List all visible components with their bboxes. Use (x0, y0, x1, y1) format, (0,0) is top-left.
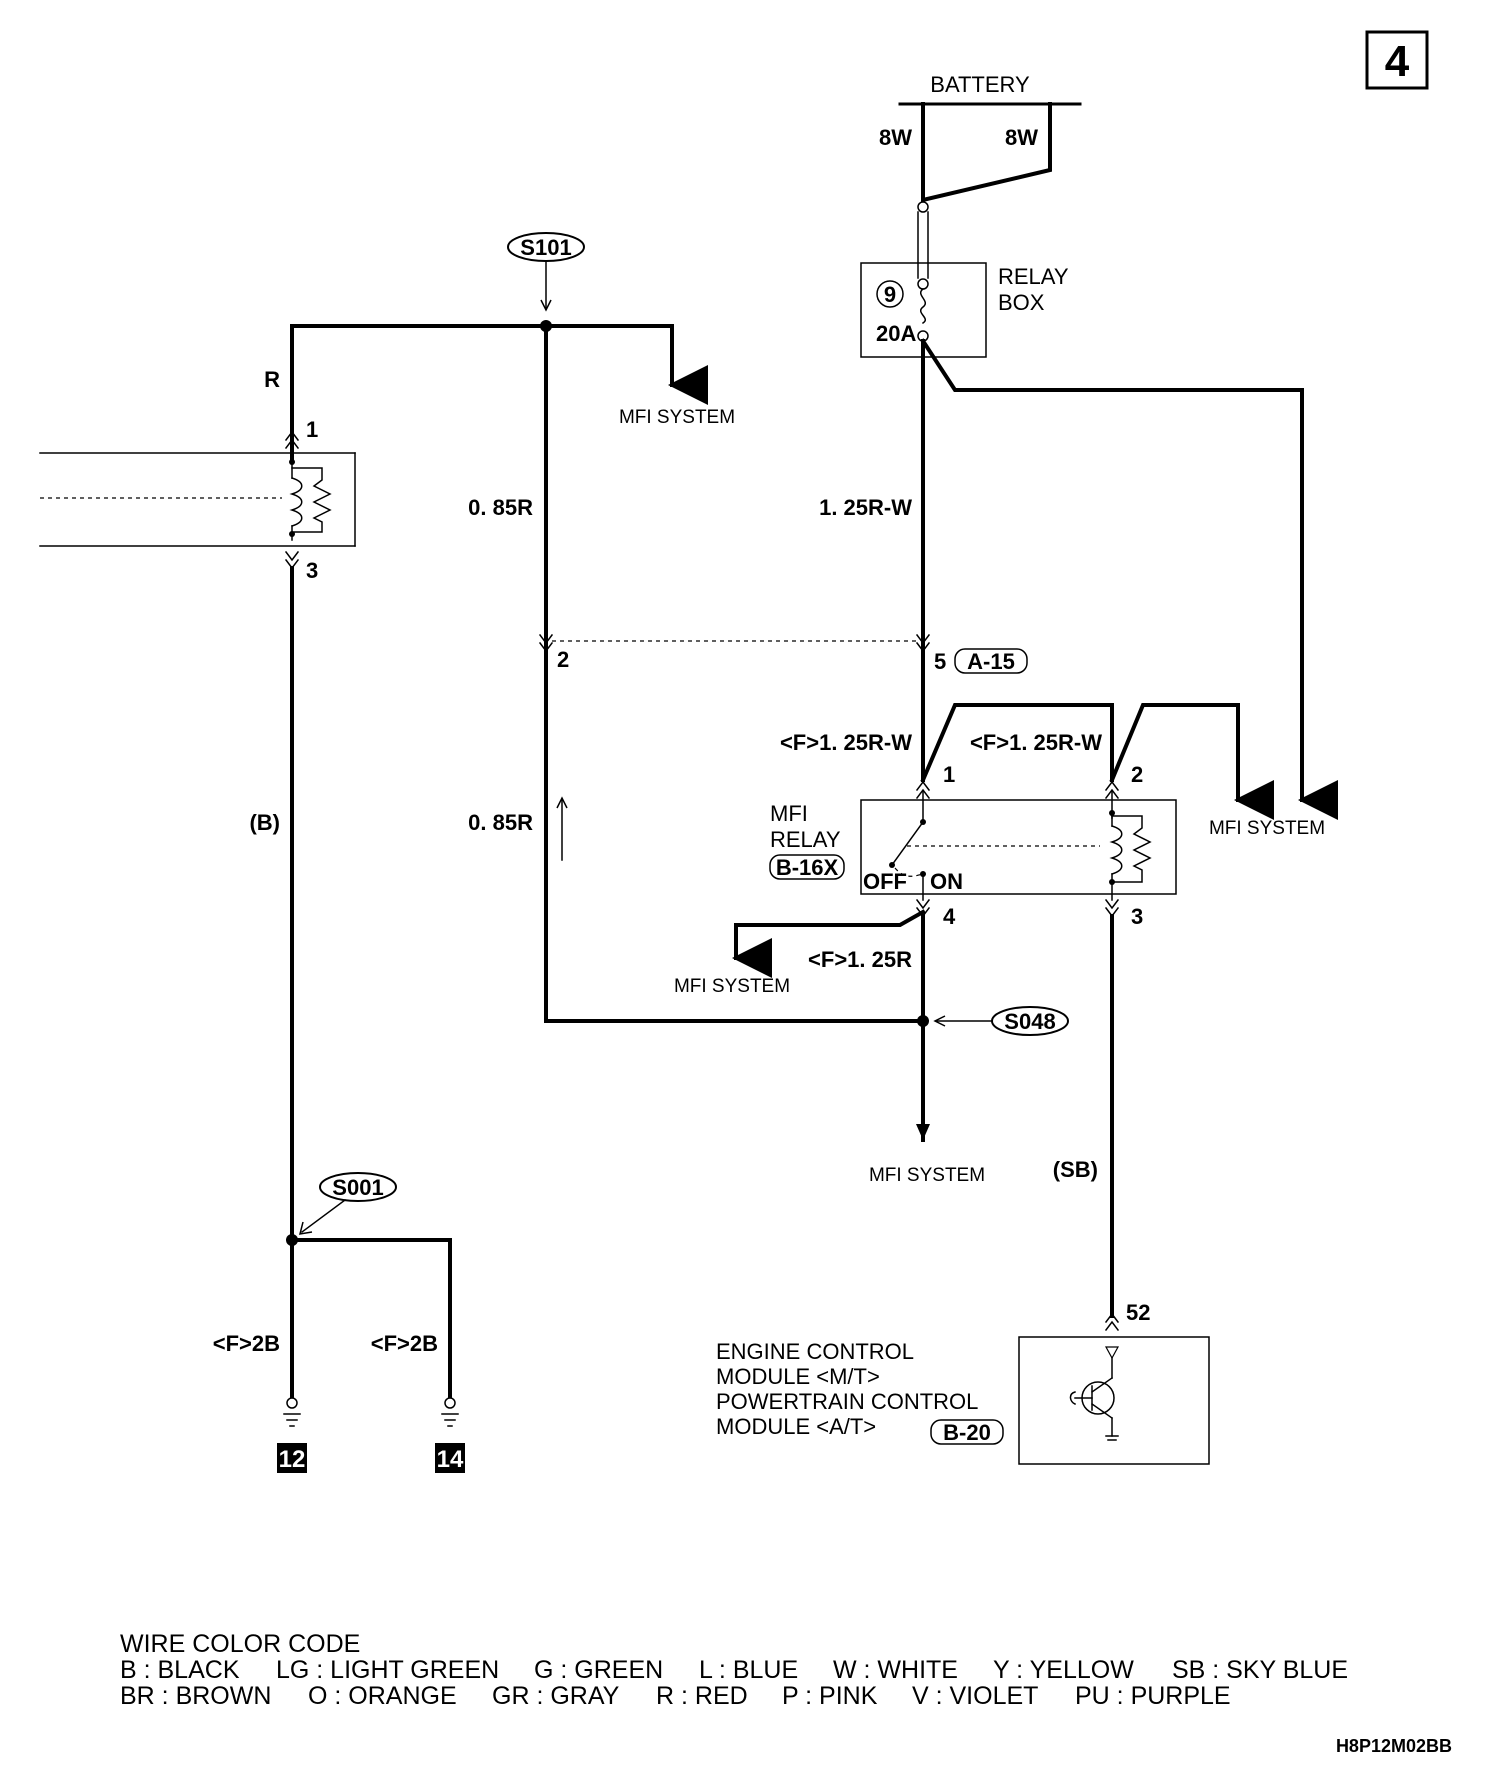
wire-f2b-right: <F>2B (371, 1331, 438, 1356)
wire-sb-paren: (SB) (1053, 1157, 1098, 1182)
b20-code: B-20 (943, 1420, 991, 1445)
wire-r085-upper: 0. 85R (468, 495, 533, 520)
fuse-rating: 20A (876, 321, 916, 346)
legend-o: O : ORANGE (308, 1682, 457, 1710)
ecm-label-3: POWERTRAIN CONTROL (716, 1389, 978, 1414)
legend-v: V : VIOLET (912, 1682, 1038, 1710)
fuse-icon (917, 201, 929, 342)
legend-lg: LG : LIGHT GREEN (276, 1656, 499, 1684)
ground-icon-14: 14 (435, 1397, 465, 1473)
legend-gr: GR : GRAY (492, 1682, 620, 1710)
page-number: 4 (1385, 37, 1410, 86)
coil-pin-3-label: 3 (306, 558, 318, 583)
connector-a15: 2 5 A-15 (538, 633, 1028, 674)
transistor-icon (1069, 1346, 1120, 1441)
relay-box-label-2: BOX (998, 290, 1045, 315)
wire-f2b-left: <F>2B (213, 1331, 280, 1356)
coil-pin-3: 3 (284, 550, 318, 583)
ecm-label-1: ENGINE CONTROL (716, 1339, 914, 1364)
legend-b: B : BLACK (120, 1656, 240, 1684)
legend-sb: SB : SKY BLUE (1172, 1656, 1348, 1684)
battery-wire-left: 8W (879, 125, 912, 150)
wire-r: R (264, 367, 280, 392)
splice-s101: S101 (507, 232, 585, 312)
wire-b-paren: (B) (249, 810, 280, 835)
ecm-module: ENGINE CONTROL MODULE <M/T> POWERTRAIN C… (716, 1336, 1210, 1465)
coil-pin-1-label: 1 (306, 417, 318, 442)
ecm-label-4: MODULE <A/T> (716, 1414, 876, 1439)
ground-12-label: 12 (279, 1446, 306, 1473)
mfi-system-top: MFI SYSTEM (619, 407, 735, 428)
splice-s048: S048 (933, 1006, 1069, 1036)
wire-color-legend: WIRE COLOR CODE B : BLACK LG : LIGHT GRE… (120, 1630, 1348, 1710)
legend-y: Y : YELLOW (993, 1656, 1134, 1684)
legend-br: BR : BROWN (120, 1682, 271, 1710)
b16x-code: B-16X (776, 855, 839, 880)
battery: BATTERY 8W 8W (879, 72, 1082, 206)
ecm-label-2: MODULE <M/T> (716, 1364, 880, 1389)
battery-label: BATTERY (930, 72, 1030, 97)
current-direction-arrow (556, 796, 568, 861)
legend-r: R : RED (656, 1682, 748, 1710)
relay-pin-2: 2 (1131, 762, 1143, 787)
relay-box-label-1: RELAY (998, 264, 1069, 289)
relay-pin-4: 4 (943, 904, 956, 929)
coil-pin-1: 1 (284, 417, 318, 450)
a15-pin-2: 2 (557, 647, 569, 672)
legend-title: WIRE COLOR CODE (120, 1630, 360, 1658)
wire-f-rw125-left: <F>1. 25R-W (780, 730, 912, 755)
left-coil-component (39, 452, 356, 547)
mfi-system-bottom: MFI SYSTEM (869, 1165, 985, 1186)
mfi-system-middle: MFI SYSTEM (674, 976, 790, 997)
legend-l: L : BLUE (699, 1656, 798, 1684)
splice-s048-label: S048 (1004, 1009, 1055, 1034)
wire-r085-lower: 0. 85R (468, 810, 533, 835)
a15-code: A-15 (967, 649, 1015, 674)
relay-on: ON (930, 869, 963, 894)
legend-p: P : PINK (782, 1682, 878, 1710)
battery-wire-right: 8W (1005, 125, 1038, 150)
wire-rw125: 1. 25R-W (819, 495, 912, 520)
wire-f-rw125-right: <F>1. 25R-W (970, 730, 1102, 755)
legend-w: W : WHITE (833, 1656, 958, 1684)
mfi-relay-label-2: RELAY (770, 827, 841, 852)
relay-off: OFF (863, 869, 907, 894)
mfi-system-right: MFI SYSTEM (1209, 818, 1325, 839)
fuse-number-circle (876, 280, 904, 308)
legend-g: G : GREEN (534, 1656, 663, 1684)
splice-s101-label: S101 (520, 235, 571, 260)
drawing-code: H8P12M02BB (1336, 1736, 1452, 1756)
page-number-box: 4 (1365, 30, 1429, 90)
ground-14-label: 14 (437, 1446, 464, 1473)
relay-pin-3: 3 (1131, 904, 1143, 929)
mfi-relay: MFI RELAY B-16X OFF ON (769, 791, 1177, 901)
a15-pin-5: 5 (934, 649, 946, 674)
relay-box: RELAY BOX 9 20A (860, 262, 1069, 358)
ecm-pin-52: 52 (1126, 1300, 1150, 1325)
splice-s001: S001 (298, 1172, 397, 1235)
mfi-relay-label-1: MFI (770, 801, 808, 826)
ground-icon-12: 12 (277, 1397, 307, 1473)
legend-pu: PU : PURPLE (1075, 1682, 1231, 1710)
relay-pin-1: 1 (943, 762, 955, 787)
splice-s001-label: S001 (332, 1175, 383, 1200)
wire-f-r125: <F>1. 25R (808, 947, 912, 972)
fuse-number: 9 (884, 282, 896, 307)
